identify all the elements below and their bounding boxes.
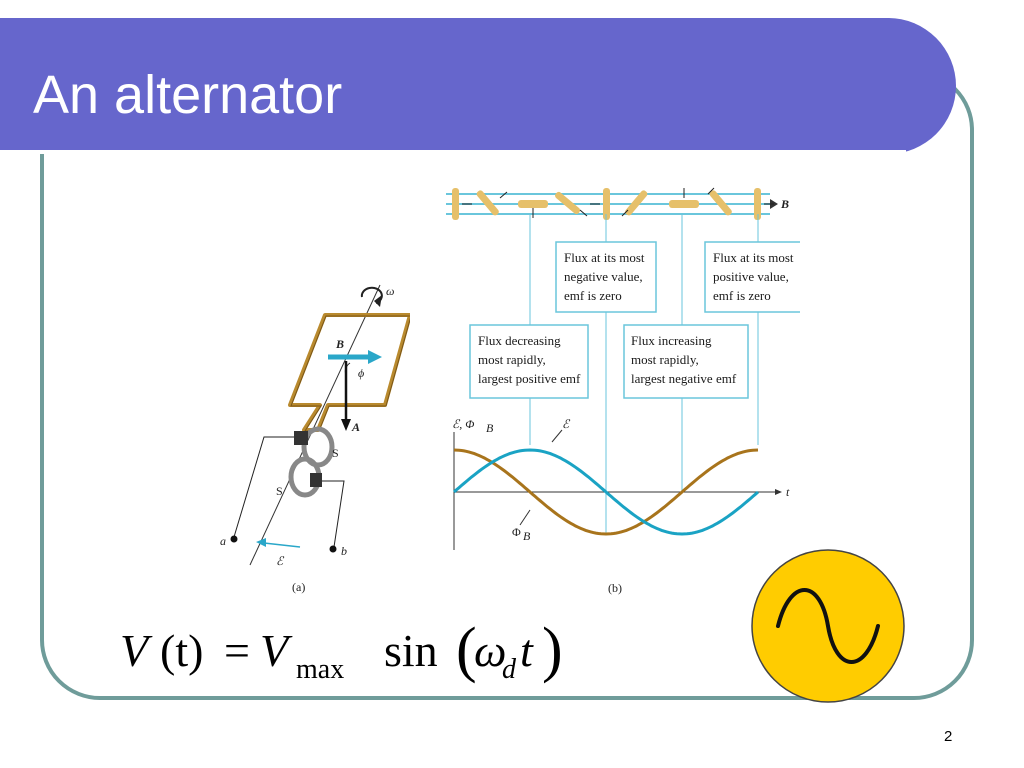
emf-flux-graph: B Flux at its most ne [446,187,800,595]
title-underline [0,150,906,154]
terminal-b-label: b [341,544,347,558]
figure-b-caption: (b) [608,581,622,595]
callout-line: largest positive emf [478,371,581,386]
brush-upper [294,431,308,445]
coil-orientations [452,188,761,220]
callout-flux-negative: Flux at its most negative value, emf is … [555,241,657,313]
callout-flux-decreasing: Flux decreasing most rapidly, largest po… [469,324,589,399]
y-axis-label-sub: B [486,421,494,435]
slip-ring-label-lower: S [276,484,283,498]
callout-line: most rapidly, [478,352,546,367]
formula-paren-open: ( [456,616,477,684]
x-axis-label: t [786,485,790,499]
terminal-a [230,535,238,543]
callout-line: emf is zero [713,288,771,303]
formula-equals: = [224,625,250,676]
slip-ring-label-upper: S [332,446,339,460]
formula-paren-close: ) [542,616,563,684]
callout-line: Flux at its most [564,250,645,265]
formula-omega-sub: d [502,654,517,685]
angle-label: ϕ [358,366,364,380]
rotation-axis [249,284,381,566]
callout-line: largest negative emf [631,371,737,386]
formula-v: V [120,625,153,676]
callout-line: Flux decreasing [478,333,561,348]
field-b-label: B [780,197,789,211]
terminal-b [329,545,337,553]
area-label: A [351,420,360,434]
ac-sine-icon [751,549,905,703]
callout-flux-positive: Flux at its most positive value, emf is … [704,241,800,313]
alternator-diagram: ω B ϕ A S S a b ℰ (a) [220,284,410,594]
formula-t: t [520,625,534,676]
field-label: B [335,337,344,351]
coil-loop [288,313,410,432]
page-number: 2 [944,728,953,745]
flux-curve-label: Φ [512,525,521,539]
terminal-a-label: a [220,534,226,548]
brush-lower [310,473,322,487]
alternator-formula: V (t) = V max sin ( ω d t ) [120,616,563,685]
y-axis-label: ℰ, Φ [452,417,474,431]
callout-flux-increasing: Flux increasing most rapidly, largest ne… [623,324,749,399]
figure-a-caption: (a) [292,580,305,594]
slide-title: An alternator [33,65,343,125]
callout-line: Flux increasing [631,333,712,348]
formula-vmax-sub: max [296,654,344,685]
formula-vmax: V [260,625,293,676]
omega-label: ω [386,284,394,298]
title-bar: An alternator [0,18,956,154]
callout-line: positive value, [713,269,789,284]
emf-label: ℰ [276,554,285,568]
flux-curve-label-sub: B [523,529,531,543]
formula-sin: sin [384,625,438,676]
flux-curve [453,448,759,536]
callout-line: most rapidly, [631,352,699,367]
callout-line: Flux at its most [713,250,794,265]
formula-omega: ω [474,625,506,676]
formula-arg: (t) [160,625,203,676]
callout-line: negative value, [564,269,643,284]
emf-curve-label: ℰ [562,417,571,431]
emf-curve [453,448,759,536]
callout-line: emf is zero [564,288,622,303]
